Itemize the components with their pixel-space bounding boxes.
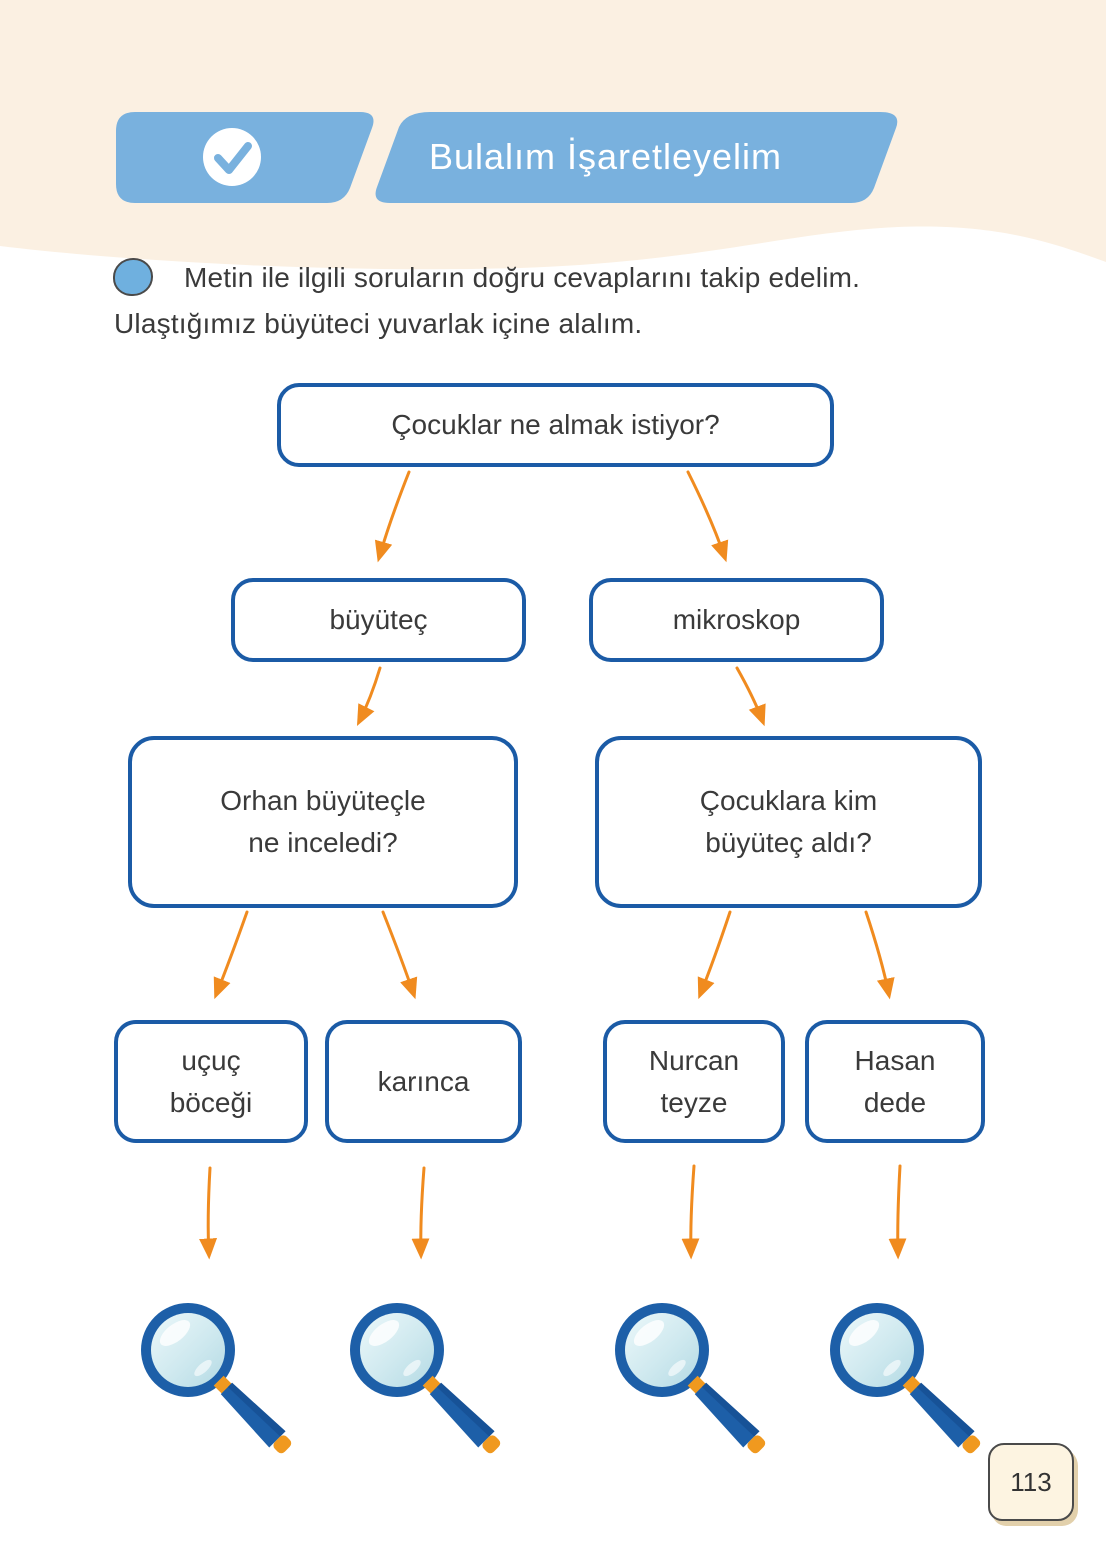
karinca-label: karınca bbox=[377, 1065, 470, 1097]
flowchart-box-root: Çocuklar ne almak istiyor? bbox=[277, 383, 834, 467]
kim-aldi-question-line-1: Çocuklara kim bbox=[699, 785, 878, 816]
flowchart-box-hasan-dede: Hasan dede bbox=[805, 1020, 985, 1143]
flowchart-box-ucuc-bocegi: uçuç böceği bbox=[114, 1020, 308, 1143]
kim-aldi-question-line-2: büyüteç aldı? bbox=[705, 827, 872, 858]
ucuc-bocegi-line-1: uçuç bbox=[181, 1044, 241, 1076]
nurcan-teyze-line-1: Nurcan bbox=[648, 1044, 740, 1076]
instruction-bullet-icon bbox=[113, 258, 153, 296]
flowchart-box-buyutec: büyüteç bbox=[231, 578, 526, 662]
answer-magnifier-2[interactable] bbox=[347, 1300, 507, 1460]
hasan-dede-line-1: Hasan bbox=[854, 1044, 936, 1076]
answer-magnifier-3[interactable] bbox=[612, 1300, 772, 1460]
flowchart-box-nurcan-teyze: Nurcan teyze bbox=[603, 1020, 785, 1143]
magnifier-icon bbox=[615, 1303, 766, 1454]
buyutec-label: büyüteç bbox=[329, 604, 428, 635]
header-band-art bbox=[0, 0, 1106, 270]
hasan-dede-line-2: dede bbox=[863, 1086, 927, 1118]
answer-magnifier-1[interactable] bbox=[138, 1300, 298, 1460]
nurcan-teyze-line-2: teyze bbox=[660, 1086, 728, 1118]
mikroskop-label: mikroskop bbox=[672, 604, 801, 635]
flowchart-box-orhan-question: Orhan büyüteçle ne inceledi? bbox=[128, 736, 518, 908]
flowchart-box-mikroskop: mikroskop bbox=[589, 578, 884, 662]
orhan-question-line-2: ne inceledi? bbox=[248, 827, 398, 858]
root-question-label: Çocuklar ne almak istiyor? bbox=[391, 409, 720, 440]
flowchart-box-karinca: karınca bbox=[325, 1020, 522, 1143]
page-number: 113 bbox=[1010, 1466, 1052, 1497]
page-title: Bulalım İşaretleyelim bbox=[428, 136, 783, 177]
magnifier-icon bbox=[350, 1303, 501, 1454]
instruction-line-2: Ulaştığımız büyüteci yuvarlak içine alal… bbox=[114, 308, 643, 339]
flowchart-box-kim-aldi-question: Çocuklara kim büyüteç aldı? bbox=[595, 736, 982, 908]
check-circle-icon bbox=[203, 128, 261, 186]
instruction-line-1: Metin ile ilgili soruların doğru cevapla… bbox=[184, 262, 861, 293]
magnifier-icon bbox=[141, 1303, 292, 1454]
title-banner-shape bbox=[375, 112, 898, 203]
orhan-question-line-1: Orhan büyüteçle bbox=[220, 785, 426, 816]
magnifier-icon bbox=[830, 1303, 981, 1454]
ucuc-bocegi-line-2: böceği bbox=[169, 1086, 253, 1118]
page-number-sticker: 113 bbox=[988, 1443, 1074, 1521]
answer-magnifier-4[interactable] bbox=[827, 1300, 987, 1460]
